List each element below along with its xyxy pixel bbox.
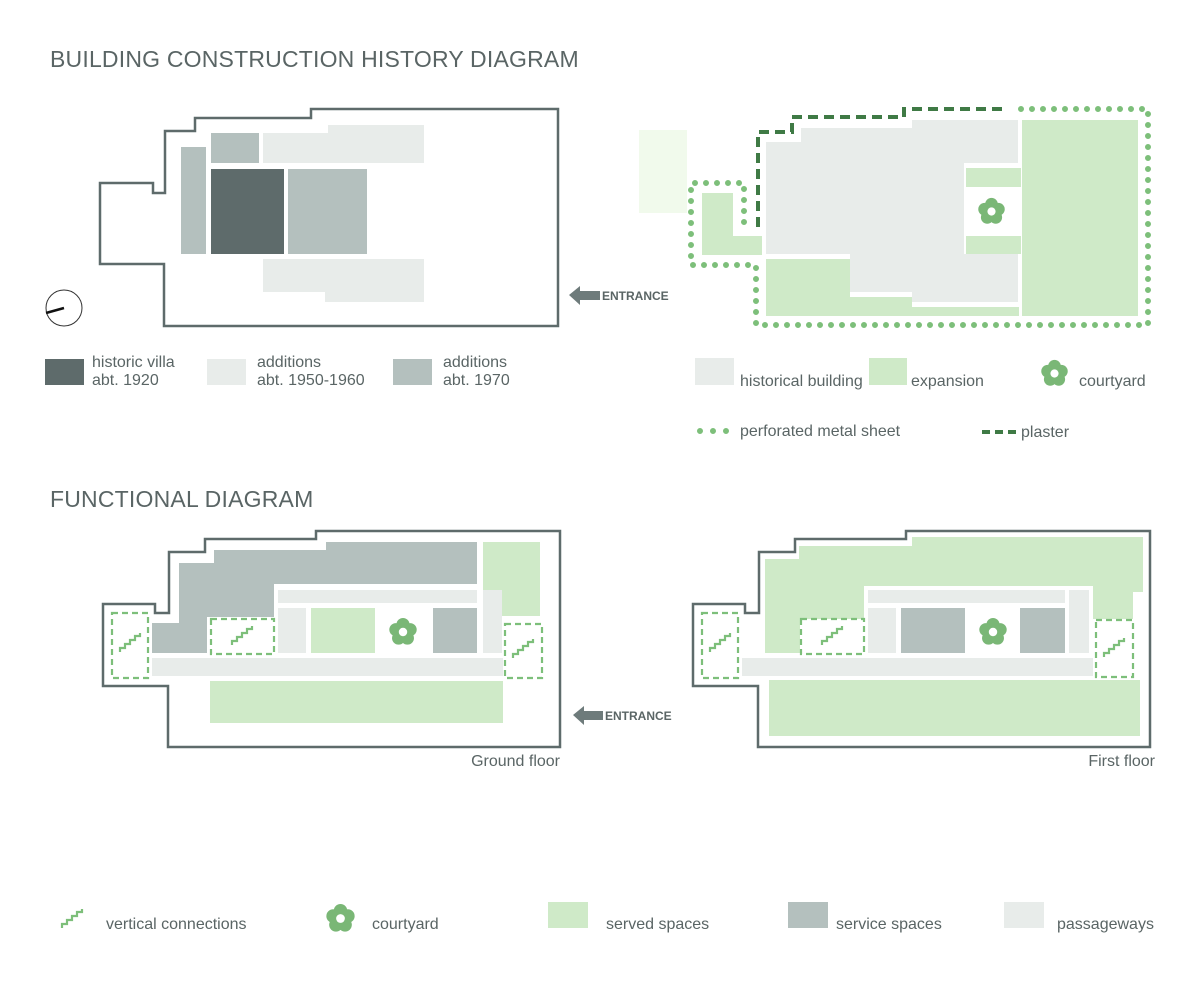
annex-1970-left xyxy=(181,147,206,254)
served-area-north xyxy=(765,537,1143,653)
site-outline xyxy=(98,107,560,328)
legend-swatch-served xyxy=(548,902,588,928)
stair-box-east xyxy=(1094,618,1135,679)
perforated-metal-line xyxy=(688,106,1151,328)
legend-courtyard-flower-icon xyxy=(1041,359,1068,386)
entrance-arrow-icon xyxy=(569,286,600,305)
annex-1970-right xyxy=(288,169,367,254)
stair-icon xyxy=(708,632,732,654)
service-center-left xyxy=(901,608,965,653)
legend-swatch-service xyxy=(788,902,828,928)
ground-floor-label: Ground floor xyxy=(471,753,561,770)
ground-floor-plan: Ground floor xyxy=(101,529,562,770)
legend-stair-icon xyxy=(60,908,84,930)
passage-top xyxy=(868,590,1065,603)
passage-right xyxy=(1069,590,1089,653)
courtyard-flower-icon xyxy=(978,197,1005,224)
first-floor-plan: First floor xyxy=(691,529,1156,770)
stair-icon xyxy=(1102,637,1126,659)
entrance-marker-bottom: ENTRANCE xyxy=(573,706,672,725)
legend-swatch-expansion xyxy=(869,358,907,385)
plaster-line xyxy=(756,107,1007,227)
first-floor-outline xyxy=(691,529,1152,749)
stair-icon xyxy=(511,638,535,660)
service-area-north xyxy=(152,542,477,653)
courtyard-flower-icon xyxy=(979,617,1007,645)
expansion-south xyxy=(766,259,1019,316)
legend-swatch-historical xyxy=(695,358,734,385)
stair-icon xyxy=(230,625,254,647)
legend-courtyard-label: courtyard xyxy=(1079,373,1146,390)
passage-left-small xyxy=(278,608,306,653)
legend-villa-line1: historic villa xyxy=(92,354,175,371)
expansion-east xyxy=(1022,120,1138,316)
stair-box-east xyxy=(503,622,544,680)
legend-passage-label: passageways xyxy=(1057,916,1154,933)
passage-long xyxy=(742,658,1093,676)
historic-villa-block xyxy=(211,169,284,254)
functional-legend: vertical connections courtyard served sp… xyxy=(60,902,1154,933)
passage-long xyxy=(152,658,503,676)
history-legend-right: historical building expansion courtyard … xyxy=(695,358,1146,441)
history-legend-left: historic villa abt. 1920 additions abt. … xyxy=(45,354,510,389)
entrance-label: ENTRANCE xyxy=(602,289,669,303)
stair-box-center xyxy=(209,617,276,656)
history-plan-left xyxy=(45,107,560,328)
historical-building-area xyxy=(766,120,1018,302)
north-compass-icon xyxy=(45,289,83,327)
entrance-arrow-icon xyxy=(573,706,603,725)
expansion-courtyard-top xyxy=(966,168,1021,187)
stair-box-west xyxy=(110,611,150,680)
legend-1950-line1: additions xyxy=(257,354,321,371)
first-floor-label: First floor xyxy=(1088,753,1155,770)
stair-box-center xyxy=(799,617,866,656)
served-south xyxy=(210,681,503,723)
stair-icon xyxy=(820,625,844,647)
passage-left-small xyxy=(868,608,896,653)
served-center xyxy=(311,608,375,653)
entrance-marker-top: ENTRANCE xyxy=(569,286,669,305)
stair-icon xyxy=(118,632,142,654)
history-title: BUILDING CONSTRUCTION HISTORY DIAGRAM xyxy=(50,46,579,72)
legend-villa-line2: abt. 1920 xyxy=(92,372,159,389)
legend-served-label: served spaces xyxy=(606,916,709,933)
legend-courtyard-label: courtyard xyxy=(372,916,439,933)
entrance-label: ENTRANCE xyxy=(605,709,672,723)
history-plan-right xyxy=(639,106,1151,328)
annex-1950-bottom xyxy=(263,259,424,302)
legend-service-label: service spaces xyxy=(836,916,942,933)
annex-1950-top xyxy=(263,125,424,163)
courtyard-flower-icon xyxy=(389,617,417,645)
legend-swatch-passage xyxy=(1004,902,1044,928)
legend-perforated-label: perforated metal sheet xyxy=(740,423,901,440)
annex-1970-top xyxy=(211,133,259,163)
legend-historical-label: historical building xyxy=(740,373,863,390)
stair-box-west xyxy=(700,611,740,680)
functional-title: FUNCTIONAL DIAGRAM xyxy=(50,486,313,512)
legend-swatch-1970 xyxy=(393,359,432,385)
passage-right xyxy=(483,590,502,653)
expansion-courtyard-bottom xyxy=(966,236,1021,254)
legend-swatch-villa xyxy=(45,359,84,385)
service-center-right xyxy=(1020,608,1065,653)
served-south xyxy=(769,680,1140,736)
ground-floor-outline xyxy=(101,529,562,749)
legend-expansion-label: expansion xyxy=(911,373,984,390)
service-center xyxy=(433,608,477,653)
expansion-west xyxy=(702,193,762,255)
legend-vertical-label: vertical connections xyxy=(106,916,247,933)
pale-annex xyxy=(639,130,687,213)
passage-top xyxy=(278,590,477,603)
legend-1970-line2: abt. 1970 xyxy=(443,372,510,389)
legend-1950-line2: abt. 1950-1960 xyxy=(257,372,365,389)
legend-1970-line1: additions xyxy=(443,354,507,371)
legend-swatch-1950 xyxy=(207,359,246,385)
legend-plaster-label: plaster xyxy=(1021,424,1070,441)
legend-courtyard-flower-icon xyxy=(326,903,355,932)
